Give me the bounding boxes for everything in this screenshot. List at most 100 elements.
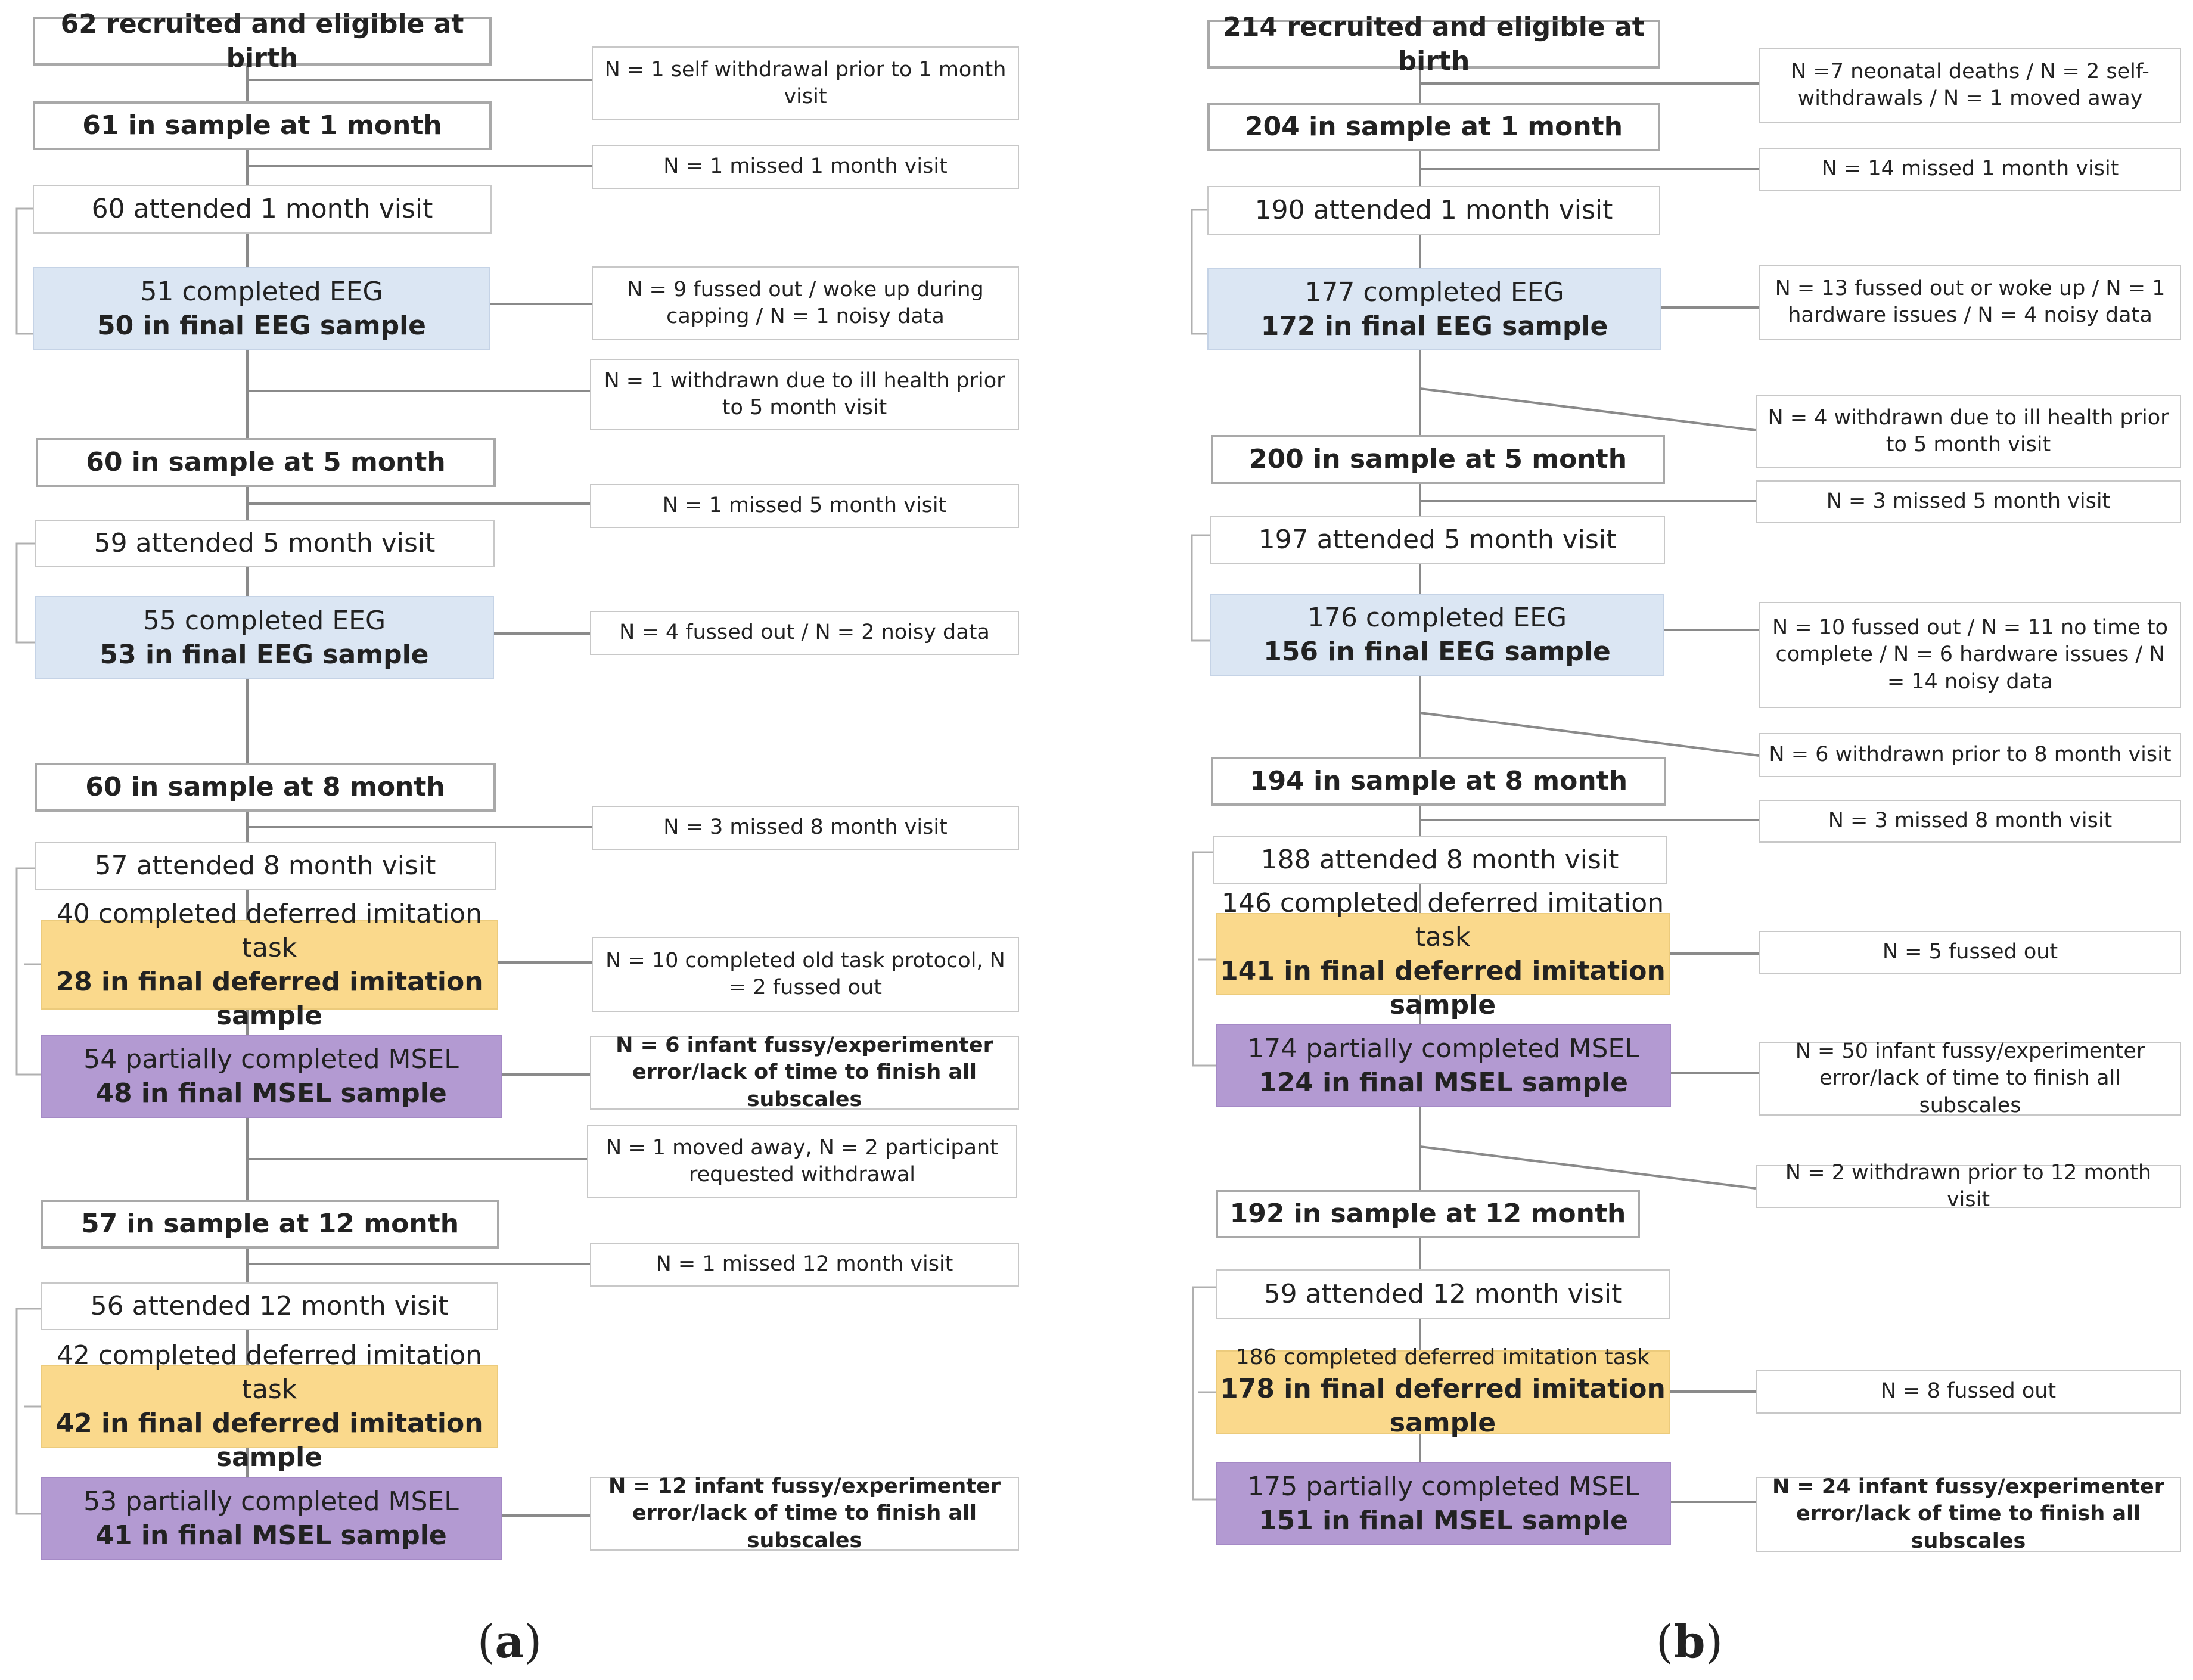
note-text: N = 14 missed 1 month visit (1821, 157, 2119, 181)
note-text: N = 2 withdrawn prior to 12 month visit (1785, 1160, 2152, 1212)
note-text: N = 3 missed 5 month visit (1826, 489, 2111, 514)
eeg-box-5-month: 176 completed EEG 156 in final EEG sampl… (1210, 594, 1664, 676)
note-text: N = 4 fussed out / N = 2 noisy data (619, 620, 990, 645)
msel-box-8-month: 54 partially completed MSEL 48 in final … (41, 1035, 502, 1118)
eeg-box-1-month: 177 completed EEG 172 in final EEG sampl… (1207, 268, 1661, 350)
note-text: N = 10 fussed out / N = 11 no time to co… (1772, 615, 2169, 694)
eeg-final-text: 156 in final EEG sample (1263, 636, 1611, 667)
eeg-completed-text: 51 completed EEG (140, 276, 383, 307)
eeg-completed-text: 55 completed EEG (142, 605, 386, 636)
deferred-imitation-box-8-month: 40 completed deferred imitation task 28 … (41, 899, 498, 1031)
attended-text: 56 attended 12 month visit (90, 1291, 449, 1322)
eeg-completed-text: 177 completed EEG (1304, 277, 1564, 308)
msel-box-8-month: 174 partially completed MSEL 124 in fina… (1216, 1024, 1671, 1107)
attended-text: 59 attended 12 month visit (1263, 1279, 1622, 1310)
msel-completed-text: 174 partially completed MSEL (1247, 1033, 1639, 1064)
panel-label-letter: b (1673, 1615, 1706, 1668)
note-box: N = 8 fussed out (1756, 1370, 2181, 1414)
main-box-text: 57 in sample at 12 month (80, 1209, 459, 1240)
note-text: N = 1 missed 5 month visit (662, 493, 947, 518)
note-text: N = 13 fussed out or woke up / N = 1 har… (1775, 276, 2166, 328)
note-text: N = 4 withdrawn due to ill health prior … (1768, 405, 2169, 457)
eeg-box-5-month: 55 completed EEG 53 in final EEG sample (35, 596, 494, 679)
note-box: N = 13 fussed out or woke up / N = 1 har… (1759, 265, 2181, 340)
note-box: N = 1 self withdrawal prior to 1 month v… (592, 46, 1019, 120)
note-text: N = 12 infant fussy/experimenter error/l… (608, 1474, 1001, 1552)
note-text: N = 3 missed 8 month visit (663, 815, 948, 840)
attended-box-12-month: 56 attended 12 month visit (41, 1282, 498, 1330)
panel-label-a: (a) (477, 1615, 542, 1668)
note-text: N = 6 infant fussy/experimenter error/la… (616, 1033, 993, 1111)
deferred-final-text: 42 in final deferred imitation sample (55, 1408, 483, 1473)
note-box: N = 24 infant fussy/experimenter error/l… (1756, 1474, 2181, 1553)
note-text: N = 1 self withdrawal prior to 1 month v… (604, 57, 1007, 109)
main-box-birth: 214 recruited and eligible at birth (1207, 12, 1660, 76)
attended-text: 190 attended 1 month visit (1254, 195, 1613, 226)
deferred-final-text: 141 in final deferred imitation sample (1220, 956, 1666, 1021)
deferred-imitation-box-12-month: 42 completed deferred imitation task 42 … (41, 1340, 498, 1473)
note-text: N = 3 missed 8 month visit (1828, 809, 2113, 833)
note-box: N = 1 moved away, N = 2 participant requ… (587, 1125, 1017, 1198)
note-box: N = 1 missed 5 month visit (590, 484, 1019, 528)
note-text: N = 10 completed old task protocol, N = … (605, 948, 1005, 1000)
note-box: N =7 neonatal deaths / N = 2 self-withdr… (1759, 48, 2181, 123)
main-box-5-month: 60 in sample at 5 month (36, 438, 496, 487)
main-box-text: 62 recruited and eligible at birth (60, 8, 464, 73)
attended-text: 57 attended 8 month visit (94, 850, 436, 881)
note-box: N = 6 infant fussy/experimenter error/la… (590, 1033, 1019, 1111)
attended-text: 188 attended 8 month visit (1260, 844, 1619, 875)
deferred-imitation-box-12-month: 186 completed deferred imitation task 17… (1216, 1345, 1670, 1438)
note-box: N = 9 fussed out / woke up during cappin… (592, 266, 1019, 340)
main-box-birth: 62 recruited and eligible at birth (33, 9, 492, 73)
note-box: N = 1 missed 12 month visit (590, 1243, 1019, 1287)
panel-label-letter: a (495, 1615, 524, 1668)
note-box: N = 3 missed 8 month visit (592, 806, 1019, 850)
note-text: N = 1 withdrawn due to ill health prior … (604, 368, 1005, 420)
main-box-text: 194 in sample at 8 month (1249, 766, 1628, 797)
main-box-text: 61 in sample at 1 month (82, 110, 442, 141)
attended-box-5-month: 197 attended 5 month visit (1210, 516, 1665, 564)
main-box-text: 60 in sample at 8 month (85, 772, 445, 803)
note-text: N = 9 fussed out / woke up during cappin… (627, 277, 984, 329)
main-box-text: 192 in sample at 12 month (1229, 1198, 1626, 1229)
attended-box-1-month: 190 attended 1 month visit (1207, 186, 1660, 235)
msel-final-text: 124 in final MSEL sample (1259, 1067, 1628, 1098)
eeg-final-text: 50 in final EEG sample (97, 310, 426, 341)
note-text: N = 1 missed 12 month visit (656, 1252, 953, 1277)
main-box-8-month: 194 in sample at 8 month (1211, 757, 1666, 806)
note-box: N = 6 withdrawn prior to 8 month visit (1759, 733, 2181, 777)
note-box: N = 10 completed old task protocol, N = … (592, 937, 1019, 1012)
note-box: N = 10 fussed out / N = 11 no time to co… (1759, 602, 2181, 708)
main-box-8-month: 60 in sample at 8 month (35, 763, 496, 812)
note-box: N = 4 withdrawn due to ill health prior … (1756, 395, 2181, 468)
msel-completed-text: 53 partially completed MSEL (83, 1486, 459, 1517)
attended-box-8-month: 57 attended 8 month visit (35, 842, 496, 890)
note-text: N = 1 moved away, N = 2 participant requ… (606, 1135, 998, 1187)
deferred-completed-text: 186 completed deferred imitation task (1235, 1345, 1650, 1370)
main-box-12-month: 192 in sample at 12 month (1216, 1190, 1640, 1238)
msel-final-text: 48 in final MSEL sample (95, 1078, 447, 1108)
note-text: N =7 neonatal deaths / N = 2 self-withdr… (1791, 59, 2149, 111)
note-text: N = 8 fussed out (1880, 1379, 2057, 1403)
attended-box-5-month: 59 attended 5 month visit (35, 520, 495, 567)
main-box-12-month: 57 in sample at 12 month (41, 1200, 499, 1249)
eeg-final-text: 53 in final EEG sample (100, 639, 429, 670)
note-text: N = 6 withdrawn prior to 8 month visit (1769, 743, 2172, 767)
attended-box-8-month: 188 attended 8 month visit (1213, 836, 1667, 884)
attended-box-12-month: 59 attended 12 month visit (1216, 1269, 1670, 1319)
deferred-completed-text: 42 completed deferred imitation task (56, 1340, 483, 1405)
main-box-text: 60 in sample at 5 month (86, 447, 446, 478)
note-text: N = 5 fussed out (1882, 940, 2058, 964)
note-text: N = 50 infant fussy/experimenter error/l… (1795, 1039, 2145, 1117)
deferred-final-text: 28 in final deferred imitation sample (55, 967, 483, 1032)
main-box-text: 214 recruited and eligible at birth (1223, 11, 1645, 76)
panel-label-b: (b) (1655, 1615, 1723, 1668)
main-box-5-month: 200 in sample at 5 month (1211, 435, 1665, 484)
main-box-text: 204 in sample at 1 month (1244, 111, 1623, 142)
main-box-text: 200 in sample at 5 month (1248, 444, 1627, 475)
note-text: N = 24 infant fussy/experimenter error/l… (1772, 1474, 2165, 1553)
attended-text: 60 attended 1 month visit (91, 194, 433, 225)
attended-text: 59 attended 5 month visit (94, 528, 436, 559)
attended-box-1-month: 60 attended 1 month visit (33, 185, 492, 234)
note-box: N = 1 withdrawn due to ill health prior … (590, 359, 1019, 430)
